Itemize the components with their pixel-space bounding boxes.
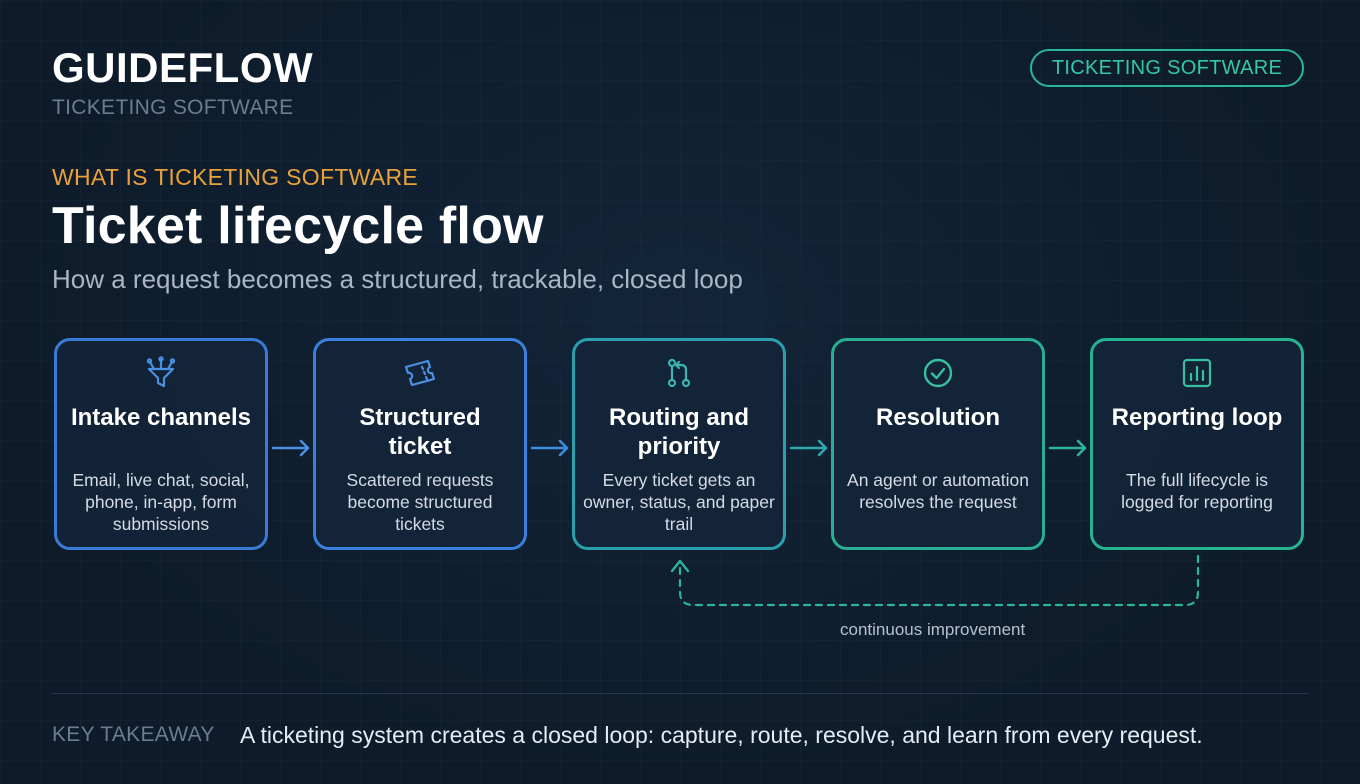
ticket-icon <box>404 359 436 387</box>
step-card-reporting: Reporting loop The full lifecycle is log… <box>1090 338 1304 550</box>
category-badge: TICKETING SOFTWARE <box>1030 49 1304 87</box>
takeaway-label: KEY TAKEAWAY <box>52 723 215 746</box>
step-title: Routing and priority <box>609 404 749 460</box>
arrow-right-icon <box>789 439 828 457</box>
step-description: The full lifecycle is logged for reporti… <box>1121 470 1273 512</box>
loop-label: continuous improvement <box>840 620 1026 639</box>
bar-chart-icon <box>1182 358 1212 388</box>
step-description: Email, live chat, social, phone, in-app,… <box>72 470 250 534</box>
check-circle-icon <box>923 358 953 388</box>
step-card-structured-ticket: Structured ticket Scattered requests bec… <box>313 338 527 550</box>
step-card-routing: Routing and priority Every ticket gets a… <box>572 338 786 550</box>
git-branch-icon <box>667 358 691 388</box>
takeaway-text: A ticketing system creates a closed loop… <box>240 722 1203 748</box>
page-subtitle: How a request becomes a structured, trac… <box>52 264 743 294</box>
step-title: Structured ticket <box>359 404 481 460</box>
step-card-resolution: Resolution An agent or automation resolv… <box>831 338 1045 550</box>
arrow-right-icon <box>271 439 310 457</box>
step-title: Intake channels <box>70 404 252 431</box>
arrow-right-icon <box>1048 439 1087 457</box>
step-description: Every ticket gets an owner, status, and … <box>583 470 775 534</box>
eyebrow-label: WHAT IS TICKETING SOFTWARE <box>52 164 419 190</box>
step-card-intake: Intake channels Email, live chat, social… <box>54 338 268 550</box>
divider <box>52 693 1308 694</box>
step-title: Resolution <box>876 404 1000 431</box>
page-title: Ticket lifecycle flow <box>52 197 544 255</box>
step-description: An agent or automation resolves the requ… <box>847 470 1029 512</box>
step-title: Reporting loop <box>1111 404 1283 431</box>
funnel-icon <box>146 356 176 388</box>
arrow-right-icon <box>530 439 569 457</box>
brand-title: GUIDEFLOW <box>52 44 314 91</box>
step-description: Scattered requests become structured tic… <box>346 470 494 534</box>
brand-subtitle: TICKETING SOFTWARE <box>52 96 294 119</box>
